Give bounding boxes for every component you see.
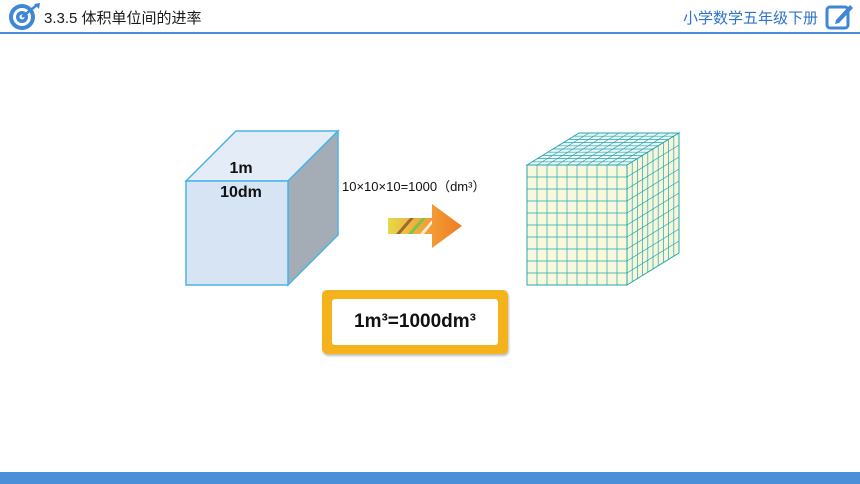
footer-bar <box>0 472 860 484</box>
grid-line <box>616 132 670 166</box>
lesson-title: 3.3.5 体积单位间的进率 <box>44 10 202 27</box>
book-title: 小学数学五年级下册 <box>682 10 818 27</box>
result-frame: 1m³=1000dm³ <box>322 290 508 354</box>
header: 3.3.5 体积单位间的进率 小学数学五年级下册 <box>0 0 860 34</box>
edge-label-decimeter: 10dm <box>220 184 262 201</box>
grid-line <box>596 132 650 166</box>
grid-line <box>626 228 680 262</box>
volume-equation: 10×10×10=1000（dm³） <box>342 179 486 194</box>
edge-label-meter: 1m <box>229 160 253 177</box>
result-text: 1m³=1000dm³ <box>332 299 498 345</box>
right-arrow-icon <box>388 204 462 248</box>
grid-line <box>626 204 680 238</box>
header-divider <box>0 32 860 34</box>
decimeter-grid-cube <box>525 132 681 286</box>
grid-line <box>626 192 680 226</box>
grid-line <box>626 216 680 250</box>
target-logo-icon <box>9 3 40 30</box>
grid-line <box>626 240 680 274</box>
grid-line <box>586 132 640 166</box>
edit-icon[interactable] <box>824 2 854 32</box>
grid-line <box>606 132 660 166</box>
meter-cube <box>184 129 340 287</box>
